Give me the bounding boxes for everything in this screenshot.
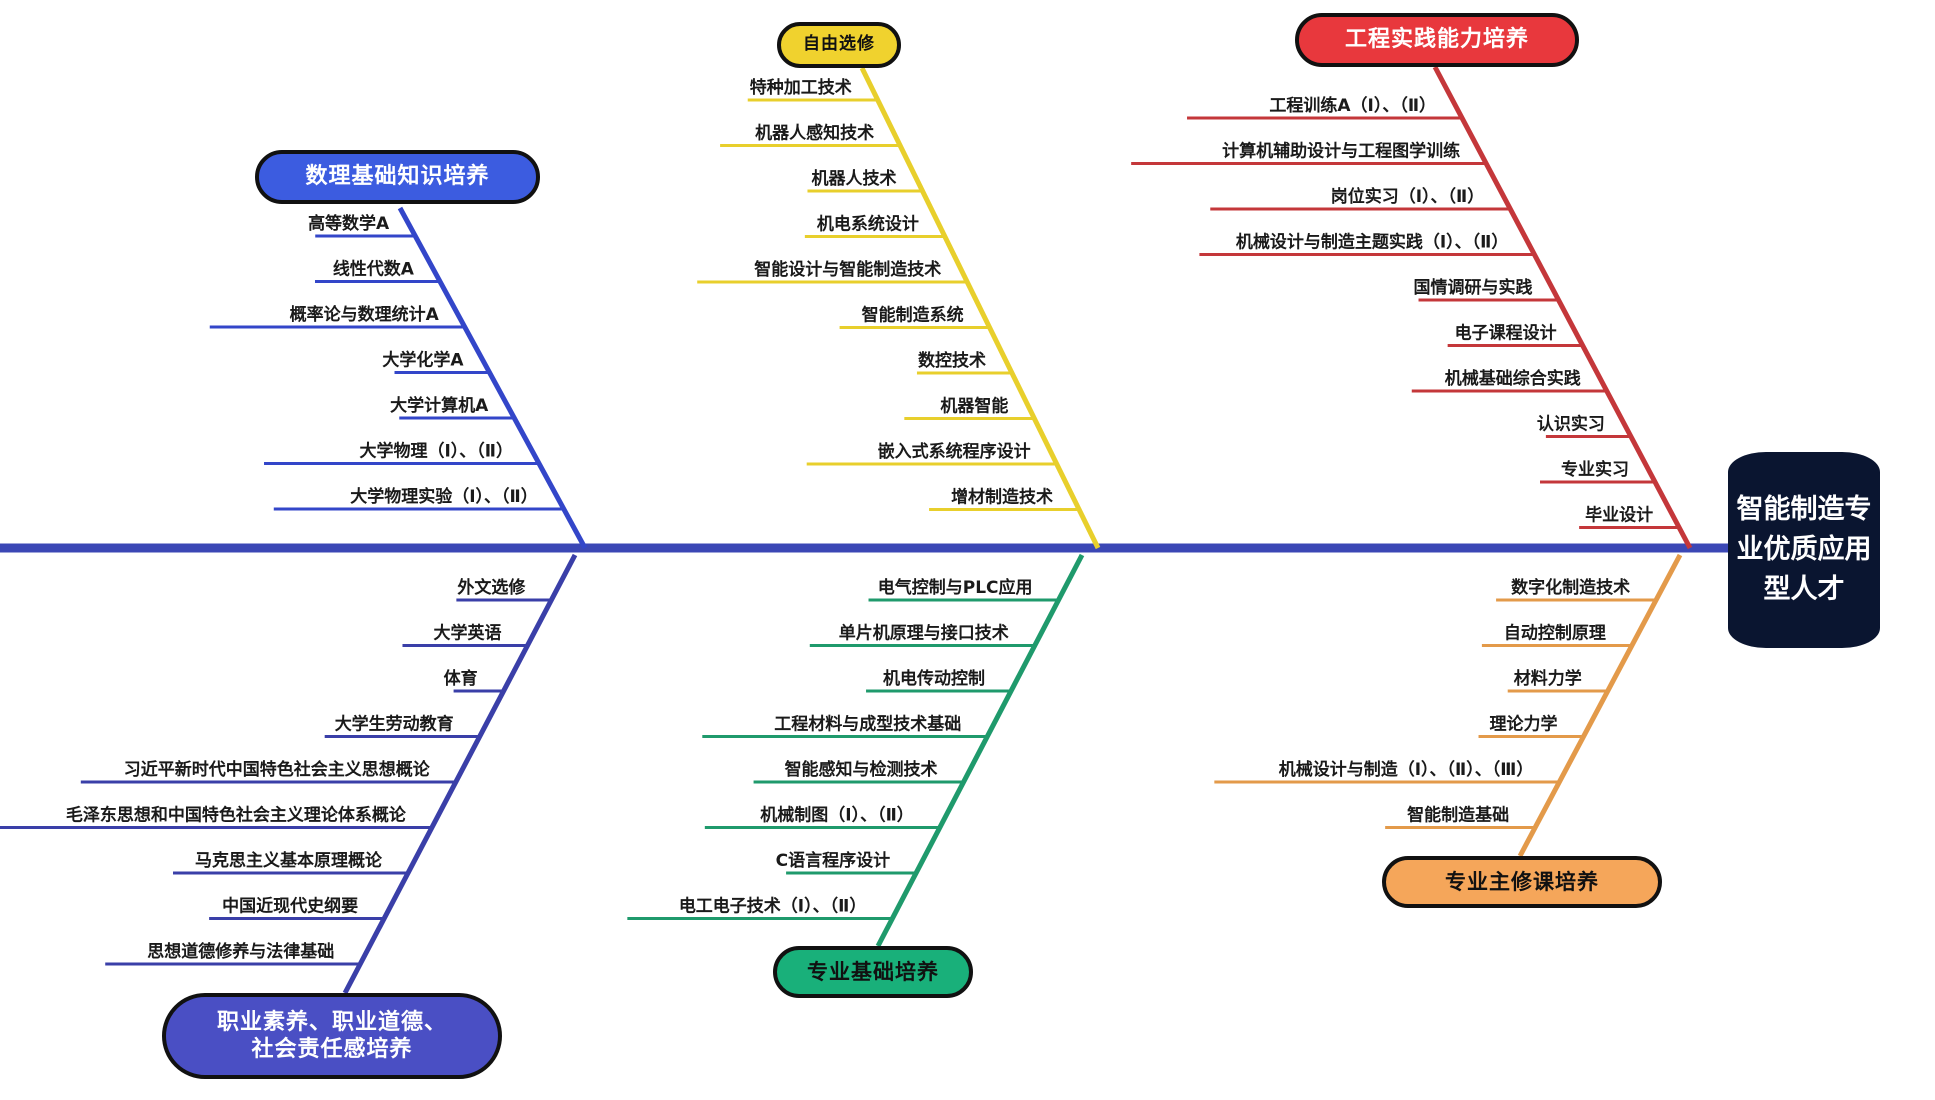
course-label-elective-7: 机器智能: [940, 396, 1008, 417]
course-label-quality-4: 习近平新时代中国特色社会主义思想概论: [124, 759, 431, 780]
course-label-major-0: 数字化制造技术: [1511, 577, 1630, 598]
course-label-foundation-5: 机械制图（Ⅰ）、（Ⅱ）: [760, 805, 914, 826]
course-label-elective-6: 数控技术: [918, 350, 986, 371]
course-label-practice-8: 专业实习: [1561, 459, 1629, 480]
branch-title-foundation: 专业基础培养: [773, 946, 973, 998]
course-label-math-2: 概率论与数理统计A: [290, 304, 440, 325]
branch-title-practice: 工程实践能力培养: [1295, 13, 1579, 67]
branch-bones: 高等数学A 线性代数A 概率论与数理统计A 大学化学A 大学计算机A 大学物理（Ⅰ）、（Ⅱ…: [0, 65, 1693, 995]
course-label-math-4: 大学计算机A: [390, 395, 489, 416]
course-label-foundation-1: 单片机原理与接口技术: [839, 623, 1009, 644]
course-label-quality-3: 大学生劳动教育: [335, 714, 454, 735]
course-label-elective-5: 智能制造系统: [862, 305, 964, 326]
course-label-major-4: 机械设计与制造（Ⅰ）、（Ⅱ）、（Ⅲ）: [1279, 759, 1534, 780]
course-label-quality-1: 大学英语: [433, 623, 501, 644]
course-label-practice-9: 毕业设计: [1585, 505, 1653, 526]
course-label-math-6: 大学物理实验（Ⅰ）、（Ⅱ）: [350, 486, 538, 507]
course-label-major-5: 智能制造基础: [1407, 805, 1509, 826]
course-label-practice-0: 工程训练A（Ⅰ）、（Ⅱ）: [1269, 95, 1436, 116]
course-label-quality-2: 体育: [444, 668, 478, 689]
course-label-practice-4: 国情调研与实践: [1414, 277, 1533, 298]
bone-math: [397, 206, 588, 550]
course-label-elective-8: 嵌入式系统程序设计: [878, 441, 1031, 462]
course-label-foundation-4: 智能感知与检测技术: [785, 759, 938, 780]
course-label-foundation-2: 机电传动控制: [883, 668, 985, 689]
course-label-practice-1: 计算机辅助设计与工程图学训练: [1222, 141, 1460, 162]
course-label-quality-0: 外文选修: [457, 577, 526, 598]
branch-title-quality: 职业素养、职业道德、社会责任感培养: [162, 993, 502, 1079]
course-label-elective-9: 增材制造技术: [951, 487, 1053, 508]
course-label-major-1: 自动控制原理: [1504, 623, 1606, 644]
bone-elective: [859, 66, 1101, 550]
branch-title-math: 数理基础知识培养: [255, 150, 540, 204]
course-label-elective-4: 智能设计与智能制造技术: [754, 259, 941, 280]
bone-practice: [1432, 65, 1693, 550]
course-label-foundation-0: 电气控制与PLC应用: [878, 577, 1033, 598]
course-label-practice-6: 机械基础综合实践: [1445, 368, 1581, 389]
course-label-quality-7: 中国近现代史纲要: [222, 896, 358, 917]
course-label-elective-0: 特种加工技术: [750, 77, 852, 98]
course-label-quality-5: 毛泽东思想和中国特色社会主义理论体系概论: [66, 805, 407, 826]
course-label-foundation-6: C语言程序设计: [776, 850, 890, 871]
course-label-elective-2: 机器人技术: [811, 168, 896, 189]
course-label-quality-8: 思想道德修养与法律基础: [147, 941, 334, 962]
branch-title-elective: 自由选修: [777, 22, 901, 68]
course-label-practice-2: 岗位实习（Ⅰ）、（Ⅱ）: [1331, 186, 1485, 207]
course-label-major-2: 材料力学: [1514, 668, 1582, 689]
course-label-practice-5: 电子课程设计: [1455, 323, 1557, 344]
course-label-math-0: 高等数学A: [308, 213, 390, 234]
bone-foundation: [875, 553, 1085, 948]
course-label-practice-7: 认识实习: [1537, 414, 1605, 435]
course-label-math-3: 大学化学A: [382, 350, 464, 371]
course-label-foundation-7: 电工电子技术（Ⅰ）、（Ⅱ）: [679, 896, 867, 917]
course-label-foundation-3: 工程材料与成型技术基础: [774, 714, 961, 735]
course-label-elective-3: 机电系统设计: [817, 214, 919, 235]
course-label-quality-6: 马克思主义基本原理概论: [195, 850, 383, 871]
branch-title-major: 专业主修课培养: [1382, 856, 1662, 908]
bone-major: [1517, 553, 1683, 858]
head-box: 智能制造专业优质应用型人才: [1728, 452, 1880, 648]
course-label-math-5: 大学物理（Ⅰ）、（Ⅱ）: [359, 441, 513, 462]
course-label-practice-3: 机械设计与制造主题实践（Ⅰ）、（Ⅱ）: [1236, 232, 1509, 253]
course-label-math-1: 线性代数A: [333, 259, 415, 280]
course-label-elective-1: 机器人感知技术: [755, 123, 874, 144]
course-label-major-3: 理论力学: [1490, 714, 1558, 735]
